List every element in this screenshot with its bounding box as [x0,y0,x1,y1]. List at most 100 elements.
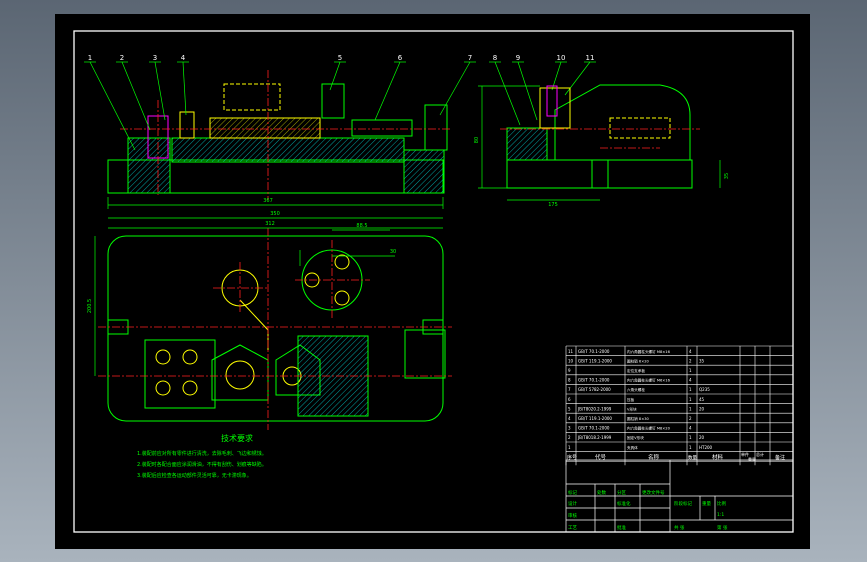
side-body [554,84,691,160]
front-vblock [209,117,321,139]
dim-plan-off-1: 88.5 [356,223,367,229]
bom-row-name: 压板 [627,397,635,402]
side-vblock [539,87,571,129]
balloon-11: 11 [586,54,595,62]
plan-hole-b [334,290,350,306]
bom-row-no: 4 [568,416,571,421]
bom-row-qty: 1 [689,435,692,440]
balloon-10: 10 [557,54,566,62]
bom-row-no: 7 [568,387,571,392]
bom-row-no: 10 [568,358,574,363]
side-slot [591,159,609,189]
plan-screw-knob [404,329,446,379]
bom-row-code: JB/T8018.2-1999 [577,435,612,440]
tech-req-title: 技术要求 [221,433,253,443]
plan-hole-4 [182,380,198,396]
dim-plan-top: 312 [265,221,275,227]
balloon-6: 6 [398,54,403,62]
drawing-sheet [55,14,810,549]
sig-weight: 重量 [702,500,711,507]
tech-req-line-1: 1.装配前应对所有零件进行清洗，去除毛刺、飞边和锈蚀。 [137,450,267,457]
plan-hole-a [334,254,350,270]
bom-row-qty: 2 [689,416,692,421]
bom-row-name: 固定V形块 [627,435,644,440]
balloon-7: 7 [468,54,472,62]
sig-scale: 比例 [717,500,726,507]
sig-stage-mark: 阶段标记 [674,500,692,507]
bom-row-qty: 4 [689,426,692,431]
bom-header-no: 序号 [567,454,577,461]
bom-row-material: 35 [699,358,705,363]
sig-mark: 标记 [568,489,577,496]
sig-sheet-no: 第 张 [717,524,728,531]
bom-row-name: 内六角圆柱头螺钉 M6×16 [627,378,671,383]
sig-approve: 批准 [617,524,626,531]
bom-row-material: 45 [699,397,705,402]
bom-row-material: HT200 [699,445,713,450]
dim-side-right: 35 [724,173,730,179]
front-body [171,137,405,163]
balloon-1: 1 [88,54,92,62]
bom-row-material: 20 [699,406,705,411]
bom-row-material: Q235 [699,387,710,392]
bom-row-code: GB/T 5782-2000 [578,387,611,392]
sig-craft: 工艺 [568,525,577,531]
balloon-8: 8 [493,54,497,62]
tech-req-line-2: 2.装配时各配合面应涂润滑油，不得有刮伤、划痕等缺陷。 [137,461,267,468]
bom-row-code: GB/T 70.1-2000 [578,349,610,354]
side-centerlines [500,128,700,149]
bom-row-no: 9 [568,368,571,373]
sig-change-no: 更改文件号 [642,489,665,496]
side-view [506,84,693,189]
bom-row-no: 11 [568,349,574,354]
bom-header-unit-weight: 单件 [741,451,749,457]
sig-scale-value: 1:1 [717,512,724,518]
bom-row-code: GB/T 70.1-2000 [578,378,610,383]
front-centerlines [120,70,450,200]
bom-row-qty: 2 [689,358,692,363]
bom-row-qty: 1 [689,397,692,402]
bom-row-qty: 4 [689,378,692,383]
plan-dim-lines [94,227,443,376]
bom-row-code: JB/T8020.2-1999 [577,406,612,411]
bom-header-qty: 数量 [688,454,697,461]
side-hidden [609,117,671,139]
plan-left-pocket [144,339,216,409]
balloon-leaders [84,61,596,151]
front-pin [179,111,195,139]
bom-header-name: 名称 [648,453,660,461]
dim-front-base: 350 [270,211,280,217]
bom-row-name: V形块 [627,406,637,411]
front-hidden-workpiece [223,83,281,111]
tech-req-line-3: 3.装配后应检查各运动部件灵活可靠，无卡滞现象。 [137,472,252,479]
plan-hole-2 [182,349,198,365]
side-left-block [506,127,548,161]
bom-header-total-weight: 总计 [756,451,764,457]
front-view [107,83,448,194]
bom-row-name: 圆柱销 8×30 [627,416,650,421]
bom-row-material: 20 [699,435,705,440]
dim-front-length: 367 [263,198,273,204]
bom-row-name: 六角头螺栓 [627,387,645,392]
sig-zone: 分区 [617,489,626,496]
bom-header-remark: 备注 [775,454,785,461]
bom-row-qty: 1 [689,368,692,373]
front-dim-lines [107,197,444,219]
bom-row-no: 6 [568,397,571,402]
balloon-2: 2 [120,54,124,62]
front-screw-rod [351,119,413,137]
bom-row-no: 2 [568,435,571,440]
balloon-4: 4 [181,54,186,62]
bom-row-no: 3 [568,426,571,431]
bom-row-name: 内六角圆柱头螺钉 M8×16 [627,349,671,354]
bom-row-qty: 1 [689,445,692,450]
front-right-block [403,149,445,194]
bom-row-no: 1 [568,445,571,450]
side-dim-lines [478,85,721,201]
sheet-border [73,30,794,533]
bom-header-material: 材料 [712,453,724,461]
dim-side-height: 80 [474,137,480,143]
